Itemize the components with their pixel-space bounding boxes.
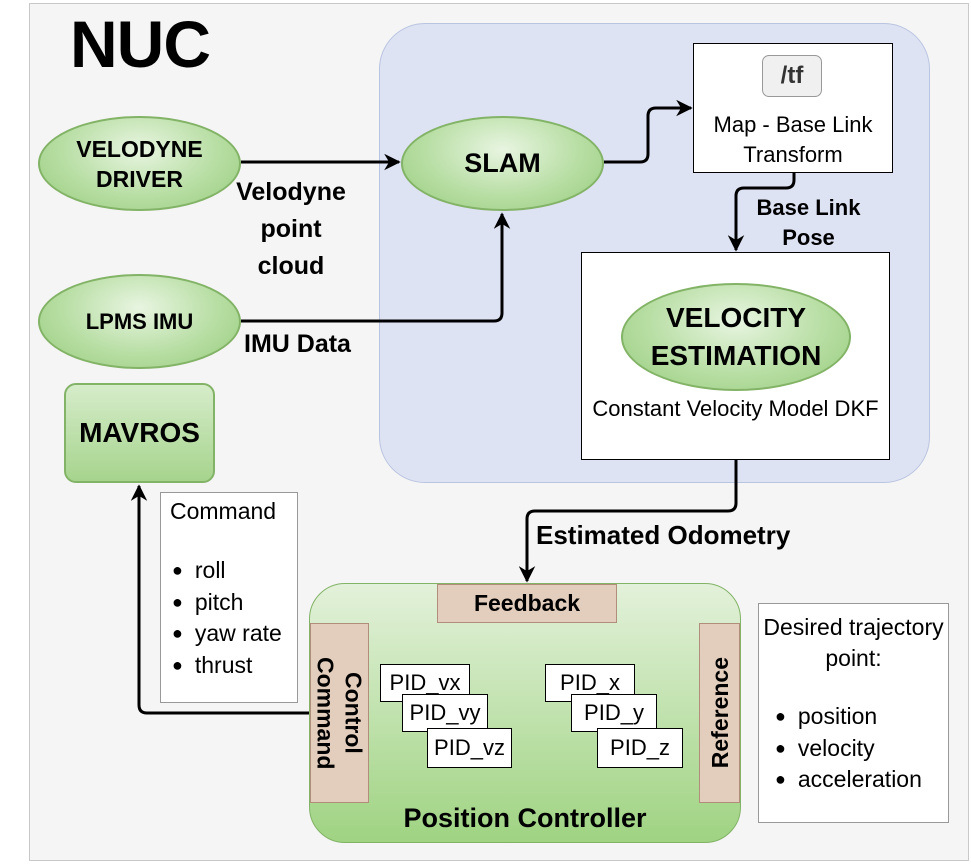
estimated-odometry-label: Estimated Odometry <box>536 520 791 550</box>
tf-to-velocity-arrow <box>727 173 796 252</box>
imu-data-label: IMU Data <box>244 330 351 358</box>
velodyne-point-cloud-label: Velodyne point cloud <box>236 178 346 280</box>
list-item: thrust <box>172 650 282 682</box>
slam-node: SLAM <box>401 116 604 211</box>
imu-to-slam-arrow <box>241 212 511 323</box>
velodyne-driver-node: VELODYNE DRIVER <box>38 116 241 211</box>
velocity-note-text: Constant Velocity Model DKF <box>592 396 879 421</box>
base-link-pose-label: Base Link Pose <box>756 195 861 250</box>
pid-vx-block: PID_vx <box>380 664 470 702</box>
list-item: acceleration <box>775 764 922 796</box>
slam-to-tf-arrow <box>604 99 693 164</box>
mavros-node: MAVROS <box>64 383 215 483</box>
pid-vy-block: PID_vy <box>402 694 488 732</box>
feedback-port: Feedback <box>437 584 617 623</box>
position-controller-title: Position Controller <box>403 803 647 833</box>
pid-x-block: PID_x <box>545 664 635 702</box>
list-item: pitch <box>172 587 282 619</box>
lpms-imu-node: LPMS IMU <box>38 274 241 369</box>
controller-to-mavros-arrow <box>130 484 310 715</box>
reference-port: Reference <box>699 623 740 803</box>
desired-trajectory-list: position velocity acceleration <box>775 701 922 796</box>
position-controller <box>309 583 741 843</box>
velocity-to-feedback-arrow <box>518 460 738 583</box>
pid-vz-block: PID_vz <box>427 728 512 768</box>
tf-note-text: Map - Base Link Transform <box>713 112 873 167</box>
desired-trajectory-title: Desired trajectory point: <box>763 614 944 671</box>
control-command-port: Control Command <box>310 623 369 803</box>
command-list: roll pitch yaw rate thrust <box>172 555 282 681</box>
list-item: velocity <box>775 733 922 765</box>
list-item: yaw rate <box>172 618 282 650</box>
pid-y-block: PID_y <box>571 694 657 732</box>
velocity-estimation-node: VELOCITY ESTIMATION <box>621 283 851 391</box>
pid-z-block: PID_z <box>597 728 683 768</box>
list-item: position <box>775 701 922 733</box>
tf-chip: /tf <box>762 55 822 97</box>
list-item: roll <box>172 555 282 587</box>
reference-label: Reference <box>706 657 733 769</box>
control-command-label: Control Command <box>312 656 367 770</box>
nuc-title: NUC <box>70 7 211 81</box>
command-box-title: Command <box>170 498 277 524</box>
